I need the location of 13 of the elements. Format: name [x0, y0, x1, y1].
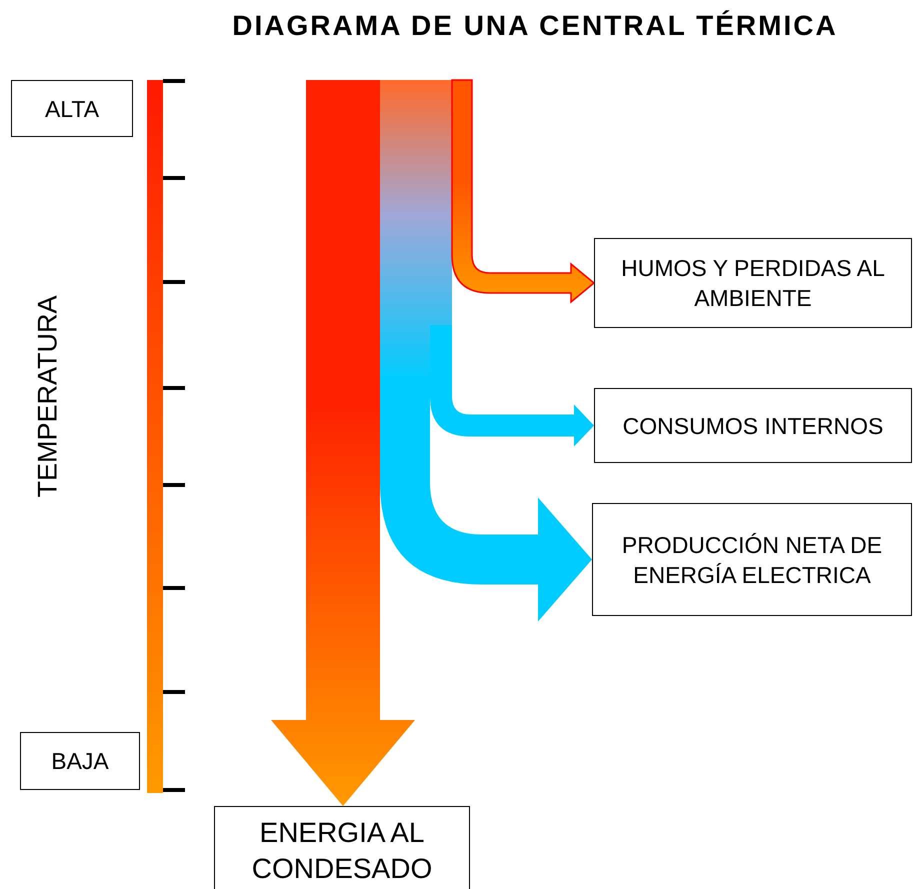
flow-arrow	[430, 325, 594, 446]
flow-band	[380, 80, 452, 380]
label-box: BAJA	[20, 732, 140, 790]
label-box: CONSUMOS INTERNOS	[594, 388, 912, 463]
label-box: ENERGIA AL CONDESADO	[214, 806, 470, 889]
flow-arrow	[271, 80, 415, 806]
diagram-title: DIAGRAMA DE UNA CENTRAL TÉRMICA	[231, 10, 839, 42]
label-box: ALTA	[11, 80, 133, 137]
axis-label: TEMPERATURA	[32, 298, 64, 498]
label-box: HUMOS Y PERDIDAS AL AMBIENTE	[594, 238, 912, 328]
flow-arrow	[380, 380, 592, 622]
flow-arrow	[451, 79, 595, 303]
label-box: PRODUCCIÓN NETA DE ENERGÍA ELECTRICA	[592, 503, 912, 616]
